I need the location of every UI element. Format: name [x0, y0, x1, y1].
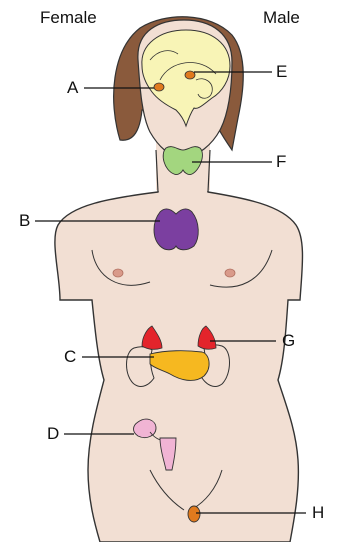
label-E: E: [276, 62, 287, 82]
label-C: C: [64, 347, 76, 367]
male-heading: Male: [263, 8, 300, 28]
label-A: A: [67, 78, 78, 98]
label-H: H: [312, 503, 324, 523]
thymus-gland: [154, 209, 198, 250]
female-heading: Female: [40, 8, 97, 28]
label-B: B: [19, 211, 30, 231]
thyroid-gland: [163, 147, 202, 175]
pineal-gland: [185, 71, 195, 79]
left-nipple: [113, 269, 123, 277]
left-kidney: [127, 347, 155, 387]
label-F: F: [276, 152, 286, 172]
label-G: G: [282, 331, 295, 351]
label-D: D: [47, 424, 59, 444]
testis: [188, 506, 200, 522]
right-nipple: [225, 269, 235, 277]
pituitary-gland: [154, 83, 164, 91]
